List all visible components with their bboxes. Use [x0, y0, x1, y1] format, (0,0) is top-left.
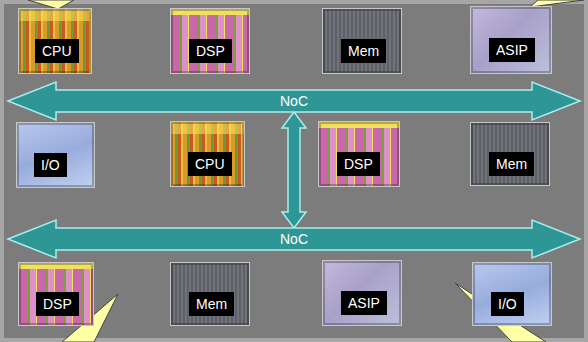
- chip-label: DSP: [43, 295, 72, 313]
- ip-core-block: DSP: [18, 262, 94, 326]
- chip-label-box: Mem: [489, 152, 534, 176]
- ip-core-block: ASIP: [470, 6, 552, 74]
- chip-label-box: CPU: [35, 39, 79, 63]
- chip-label: ASIP: [348, 294, 380, 312]
- chip-label: Mem: [196, 295, 227, 313]
- chip-label-box: DSP: [189, 39, 232, 63]
- chip-label-box: Mem: [189, 292, 234, 316]
- chip-label: Mem: [348, 42, 379, 60]
- noc-bus-band: NoC: [8, 228, 580, 250]
- ip-core-block: I/O: [16, 122, 95, 188]
- chip-label: I/O: [41, 156, 60, 174]
- ip-core-block: CPU: [170, 121, 245, 187]
- chip-label: I/O: [498, 295, 517, 313]
- noc-bus-band: NoC: [8, 90, 580, 112]
- chip-label-box: DSP: [36, 292, 79, 316]
- chip-label: Mem: [496, 155, 527, 173]
- noc-label-holder: NoC: [8, 228, 580, 250]
- ip-core-block: CPU: [18, 8, 92, 74]
- chip-label-box: I/O: [491, 292, 524, 316]
- ip-core-block: DSP: [170, 8, 250, 74]
- chip-label-box: CPU: [188, 152, 232, 176]
- noc-arrow-outline: [8, 220, 580, 258]
- noc-label-holder: NoC: [8, 90, 580, 112]
- noc-label: NoC: [280, 231, 308, 247]
- chip-label: CPU: [195, 155, 225, 173]
- ip-core-block: Mem: [322, 8, 402, 74]
- chip-label: ASIP: [496, 41, 528, 59]
- chip-panel: [4, 4, 584, 338]
- ip-core-block: Mem: [470, 122, 550, 186]
- chip-label-box: I/O: [34, 153, 67, 177]
- ip-core-block: ASIP: [322, 260, 402, 326]
- ip-core-block: Mem: [170, 262, 250, 326]
- chip-label-box: ASIP: [341, 291, 387, 315]
- chip-label-box: Mem: [341, 39, 386, 63]
- chip-label: DSP: [344, 155, 373, 173]
- chip-label-box: ASIP: [489, 38, 535, 62]
- noc-link-arrow: [282, 112, 306, 228]
- ip-core-block: I/O: [472, 262, 552, 326]
- chip-label: DSP: [196, 42, 225, 60]
- noc-arrow-outline: [8, 82, 580, 120]
- chip-label: CPU: [42, 42, 72, 60]
- noc-label: NoC: [280, 93, 308, 109]
- ip-core-block: DSP: [318, 121, 400, 187]
- chip-label-box: DSP: [337, 152, 380, 176]
